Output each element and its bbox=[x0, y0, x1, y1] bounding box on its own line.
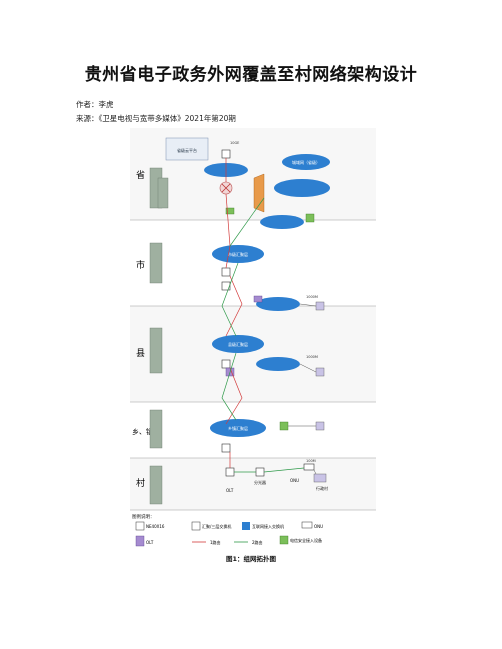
city-cloud-label: 市级汇聚层 bbox=[228, 251, 248, 257]
legend-olt-label: OLT bbox=[146, 540, 154, 545]
band-village bbox=[130, 458, 376, 510]
speed-label: 1000M bbox=[306, 295, 318, 299]
level-label-county: 县 bbox=[136, 348, 145, 359]
security-device-icon bbox=[225, 207, 315, 431]
article-title: 贵州省电子政务外网覆盖至村网络架构设计 bbox=[84, 65, 418, 85]
legend-access-label: 互联网接入交换机 bbox=[252, 523, 284, 529]
speed-label: 1000M bbox=[306, 355, 318, 359]
cloud-icon bbox=[204, 154, 330, 437]
figure-caption: 图1：组网拓扑图 bbox=[225, 555, 277, 563]
provincial-cloud-box bbox=[165, 137, 209, 161]
legend-line2-label: 2路由 bbox=[252, 539, 263, 545]
town-cloud-label: 乡镇汇聚层 bbox=[228, 425, 248, 431]
speed-label: 10GE bbox=[230, 141, 239, 145]
village-label: 行政村 bbox=[316, 485, 328, 491]
legend-onu-label: ONU bbox=[314, 524, 323, 529]
switch-legend-icon bbox=[191, 521, 201, 531]
olt-label: OLT bbox=[226, 488, 234, 493]
level-label-village: 村 bbox=[136, 477, 145, 489]
building-icon bbox=[149, 167, 169, 505]
band-city bbox=[130, 220, 376, 306]
author-line: 作者：李虎 bbox=[76, 100, 114, 109]
splitter-label: 分光器 bbox=[254, 479, 266, 485]
legend-title: 图例说明： bbox=[132, 513, 155, 520]
legend-security-label: 电信安全接入设备 bbox=[290, 537, 322, 543]
legend-switch-label: 汇聚/三层交换机 bbox=[202, 523, 231, 529]
access-switch-legend-icon bbox=[242, 522, 250, 530]
provincial-cloud-label: 省级云平台 bbox=[177, 147, 197, 153]
level-label-province: 省 bbox=[136, 169, 145, 181]
county-cloud-label: 县级汇聚层 bbox=[228, 341, 248, 347]
core-router-cross bbox=[221, 183, 231, 193]
security-legend-icon bbox=[279, 535, 289, 545]
topology-diagram: 省 市 县 乡、镇 村 省级云平台 城域网（省级） 市级汇聚层 bbox=[130, 128, 376, 547]
olt-legend-icon bbox=[135, 535, 145, 547]
level-label-city: 市 bbox=[136, 259, 145, 271]
route2-line bbox=[221, 197, 305, 473]
level-label-town: 乡、镇 bbox=[132, 427, 153, 436]
onu-label: ONU bbox=[290, 478, 299, 483]
legend-router-label: NE40X16 bbox=[146, 524, 165, 529]
speed-label: 100M bbox=[306, 459, 316, 463]
router-legend-icon bbox=[135, 521, 145, 531]
legend-line1-label: 1路由 bbox=[210, 539, 221, 545]
onu-legend-icon bbox=[301, 521, 313, 529]
source-line: 来源：《卫星电视与宽带多媒体》2021年第20期 bbox=[76, 114, 236, 123]
band-county bbox=[130, 306, 376, 402]
metro-label: 城域网（省级） bbox=[292, 159, 320, 165]
legend: NE40X16 汇聚/三层交换机 互联网接入交换机 ONU OLT 1路由 2路… bbox=[135, 521, 323, 547]
firewall-icon bbox=[253, 173, 265, 213]
network-topology-figure: 省 市 县 乡、镇 村 省级云平台 城域网（省级） 市级汇聚层 bbox=[130, 128, 376, 558]
access-line bbox=[288, 303, 317, 475]
